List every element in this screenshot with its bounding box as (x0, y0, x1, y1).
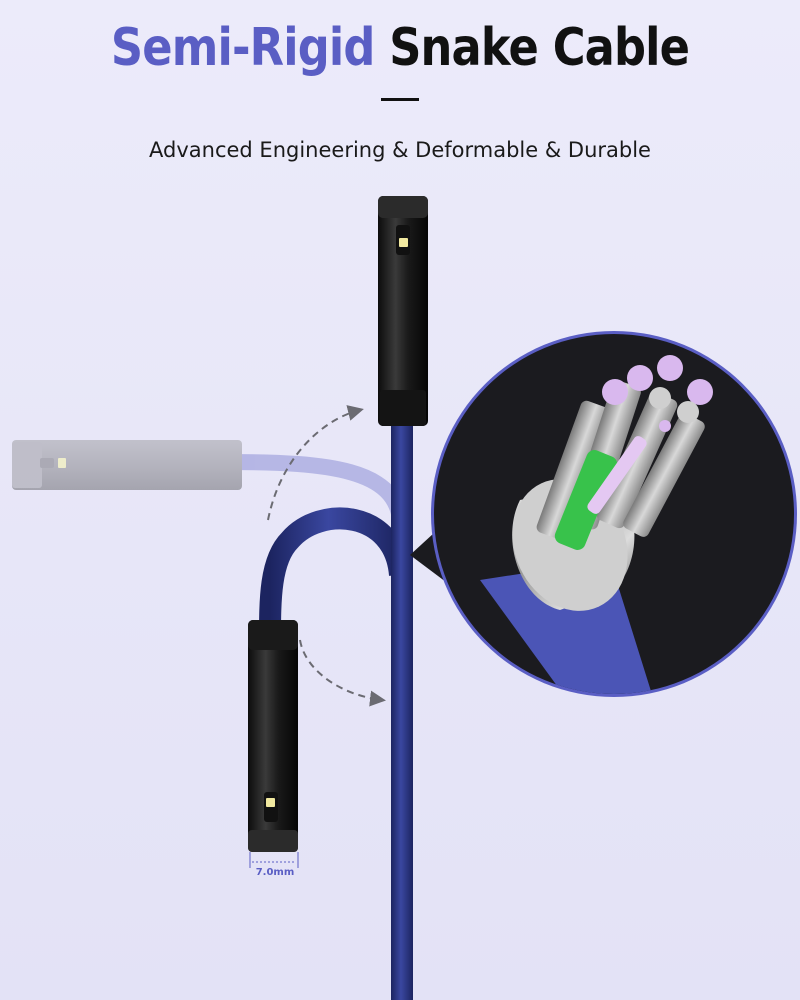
title-accent: Semi-Rigid (110, 18, 375, 78)
cable-cross-section-zoom (431, 331, 797, 697)
lower-camera-head (248, 620, 298, 852)
bend-arrow-lower (299, 639, 386, 707)
title-main: Snake Cable (389, 18, 690, 78)
bent-cable (259, 507, 411, 641)
main-cable (391, 420, 413, 1000)
title-underline (381, 98, 419, 101)
bend-arrow-upper (267, 405, 364, 521)
diameter-label: 7.0mm (255, 867, 295, 878)
inner-wires (536, 380, 705, 550)
diameter-dimension (249, 852, 299, 868)
page-subtitle: Advanced Engineering & Deformable & Dura… (149, 138, 651, 162)
top-camera-head (378, 196, 428, 426)
wire-ends (602, 355, 713, 432)
page-title: Semi-Rigid Snake Cable (56, 18, 744, 78)
